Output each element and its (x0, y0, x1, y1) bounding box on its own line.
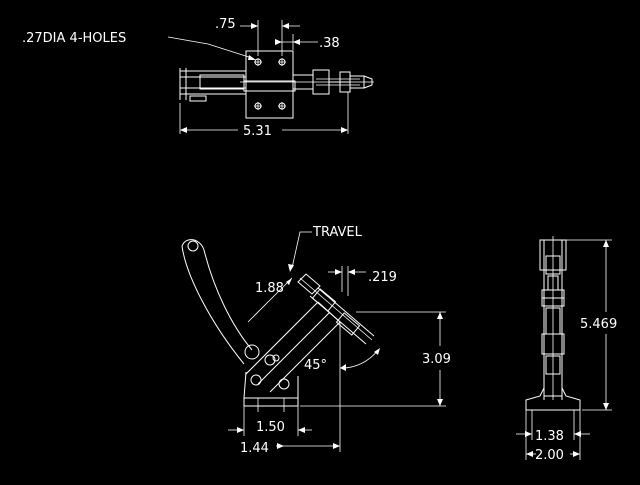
dim-base-offset: 1.44 (240, 441, 269, 456)
dim-height: 3.09 (422, 352, 451, 367)
dim-angle: 45° (304, 358, 327, 373)
dim-hole-spacing: .75 (215, 17, 236, 32)
dim-base-width: 1.50 (256, 420, 285, 435)
top-view-base-plate (245, 50, 294, 119)
travel-label: TRAVEL (312, 225, 363, 240)
hole-note: .27DIA 4-HOLES (22, 31, 126, 46)
dim-offset: .38 (319, 36, 340, 51)
handle-outer (181, 239, 253, 351)
top-view-plate-slot (243, 80, 296, 92)
top-view: .75 .38 .27DIA 4-HOLES 5.31 (22, 17, 374, 139)
side-view: TRAVEL 1.88 .219 45° 3.09 (181, 225, 451, 456)
side-base (243, 371, 299, 399)
end-view: 5.469 1.38 2.00 (516, 236, 617, 463)
dim-overall-length: 5.31 (243, 124, 272, 139)
end-view-base (525, 387, 581, 411)
dim-total-height: 5.469 (580, 317, 617, 332)
handle-inner (181, 245, 245, 365)
dim-base-inner: 1.38 (535, 429, 564, 444)
dim-spindle: .219 (368, 270, 397, 285)
dim-base-outer: 2.00 (535, 448, 564, 463)
dim-arm: 1.88 (255, 281, 284, 296)
